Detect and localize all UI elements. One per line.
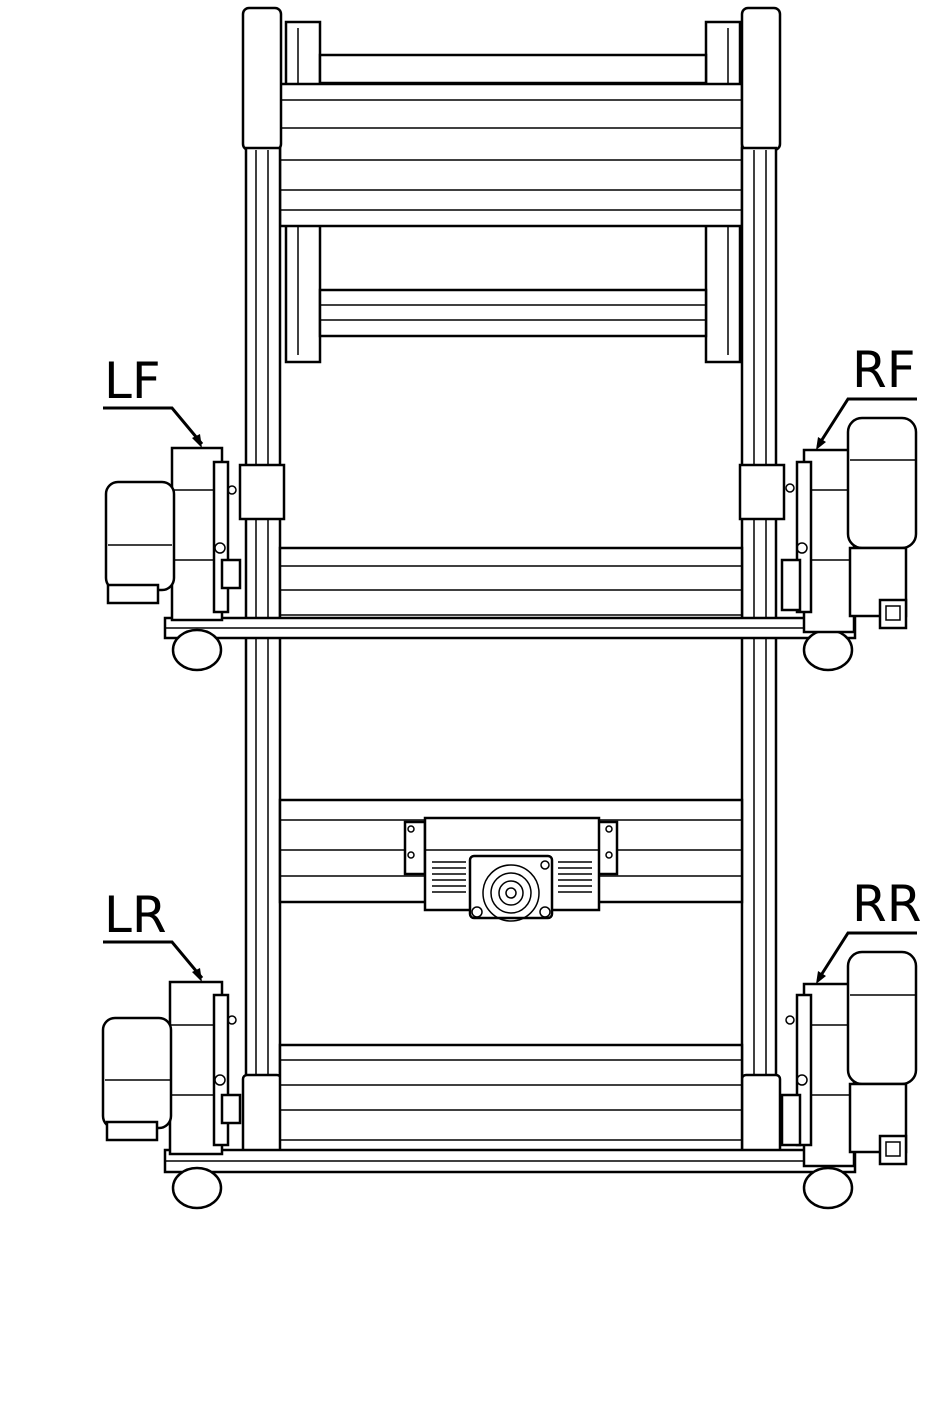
top-crossbar-assembly — [280, 22, 742, 362]
label-lf: LF — [103, 352, 202, 448]
label-rf-text: RF — [852, 341, 916, 399]
lr-motor-unit — [103, 982, 240, 1208]
control-box — [405, 818, 617, 921]
right-vertical-post — [740, 8, 784, 1168]
left-vertical-post — [240, 8, 284, 1168]
label-rr-text: RR — [852, 875, 921, 933]
label-lr-text: LR — [104, 886, 167, 944]
label-lf-text: LF — [104, 352, 161, 410]
bottom-crossbar — [280, 1045, 742, 1167]
front-base-rail — [165, 618, 855, 638]
rear-base-rail — [165, 1150, 855, 1172]
fan-icon — [470, 856, 552, 921]
label-lr: LR — [103, 886, 202, 982]
